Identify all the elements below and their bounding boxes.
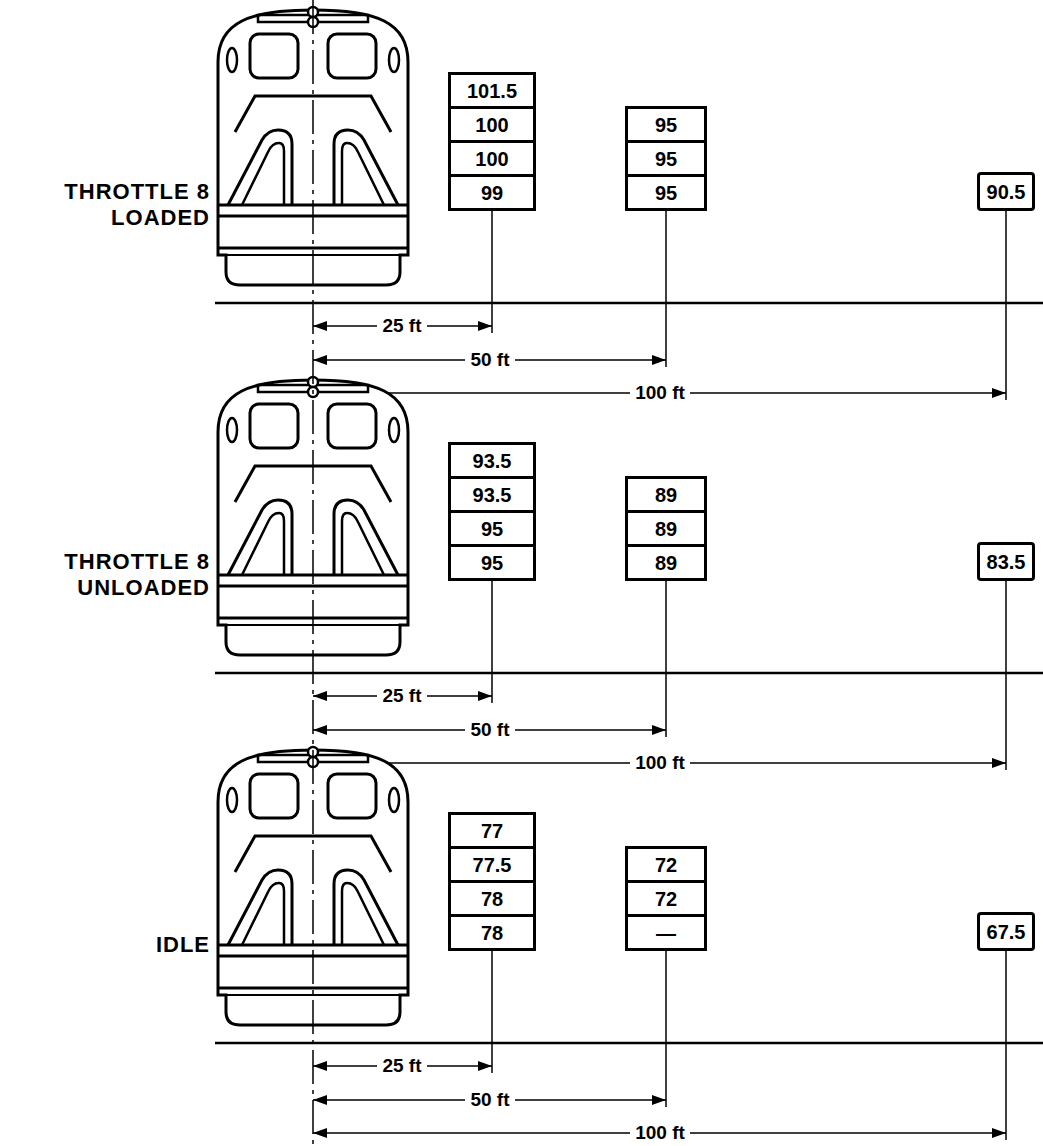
measurement-box: 89 xyxy=(625,510,707,547)
distance-dimension: 100 ft xyxy=(630,1123,690,1143)
condition-label: IDLE xyxy=(10,932,210,958)
measurement-box: 83.5 xyxy=(977,542,1035,581)
measurement-box: 100 xyxy=(448,140,536,177)
measurement-box: 95 xyxy=(448,510,536,547)
noise-level: 89 xyxy=(655,484,677,506)
noise-level: 95 xyxy=(481,552,503,574)
center-line xyxy=(312,0,314,1146)
measurement-box: 77.5 xyxy=(448,846,536,883)
noise-level: 95 xyxy=(655,114,677,136)
distance-dimension: 100 ft xyxy=(630,753,690,773)
measurement-box: 100 xyxy=(448,106,536,143)
locomotive-panel xyxy=(215,7,1043,400)
measurement-box: 89 xyxy=(625,476,707,513)
noise-level: 100 xyxy=(475,114,508,136)
noise-level: 93.5 xyxy=(473,484,512,506)
distance-dimension: 100 ft xyxy=(630,383,690,403)
measurement-box: 72 xyxy=(625,880,707,917)
measurement-box: 95 xyxy=(448,544,536,581)
measurement-box: 101.5 xyxy=(448,72,536,109)
locomotive-panel xyxy=(215,747,1043,1140)
noise-level: 78 xyxy=(481,888,503,910)
measurement-box: 78 xyxy=(448,914,536,951)
measurement-box: 95 xyxy=(625,174,707,211)
noise-level: 95 xyxy=(655,148,677,170)
measurement-box: 93.5 xyxy=(448,442,536,479)
noise-level: 67.5 xyxy=(987,921,1026,943)
noise-level: 99 xyxy=(481,182,503,204)
distance-dimension: 25 ft xyxy=(377,316,426,336)
distance-dimension: 50 ft xyxy=(465,350,514,370)
noise-level: 95 xyxy=(481,518,503,540)
distance-dimension: 25 ft xyxy=(377,1056,426,1076)
noise-level: 72 xyxy=(655,888,677,910)
distance-dimension: 50 ft xyxy=(465,720,514,740)
noise-level: 77 xyxy=(481,820,503,842)
measurement-box: 95 xyxy=(625,106,707,143)
noise-level: 95 xyxy=(655,182,677,204)
measurement-box: 99 xyxy=(448,174,536,211)
measurement-box: 95 xyxy=(625,140,707,177)
measurement-box: 77 xyxy=(448,812,536,849)
noise-level: 101.5 xyxy=(467,80,517,102)
measurement-box: 72 xyxy=(625,846,707,883)
measurement-box: 78 xyxy=(448,880,536,917)
measurement-box: — xyxy=(625,914,707,951)
measurement-box: 67.5 xyxy=(977,912,1035,951)
noise-level: 93.5 xyxy=(473,450,512,472)
noise-level: 90.5 xyxy=(987,181,1026,203)
noise-level: 83.5 xyxy=(987,551,1026,573)
distance-dimension: 50 ft xyxy=(465,1090,514,1110)
noise-level: — xyxy=(656,922,676,944)
noise-level: 78 xyxy=(481,922,503,944)
measurement-box: 89 xyxy=(625,544,707,581)
noise-level: 100 xyxy=(475,148,508,170)
condition-label: THROTTLE 8 UNLOADED xyxy=(10,549,210,601)
measurement-box: 93.5 xyxy=(448,476,536,513)
distance-dimension: 25 ft xyxy=(377,686,426,706)
locomotive-panel xyxy=(215,377,1043,770)
measurement-box: 90.5 xyxy=(977,172,1035,211)
noise-level: 77.5 xyxy=(473,854,512,876)
noise-level: 89 xyxy=(655,518,677,540)
condition-label: THROTTLE 8 LOADED xyxy=(10,179,210,231)
noise-level: 89 xyxy=(655,552,677,574)
noise-level: 72 xyxy=(655,854,677,876)
